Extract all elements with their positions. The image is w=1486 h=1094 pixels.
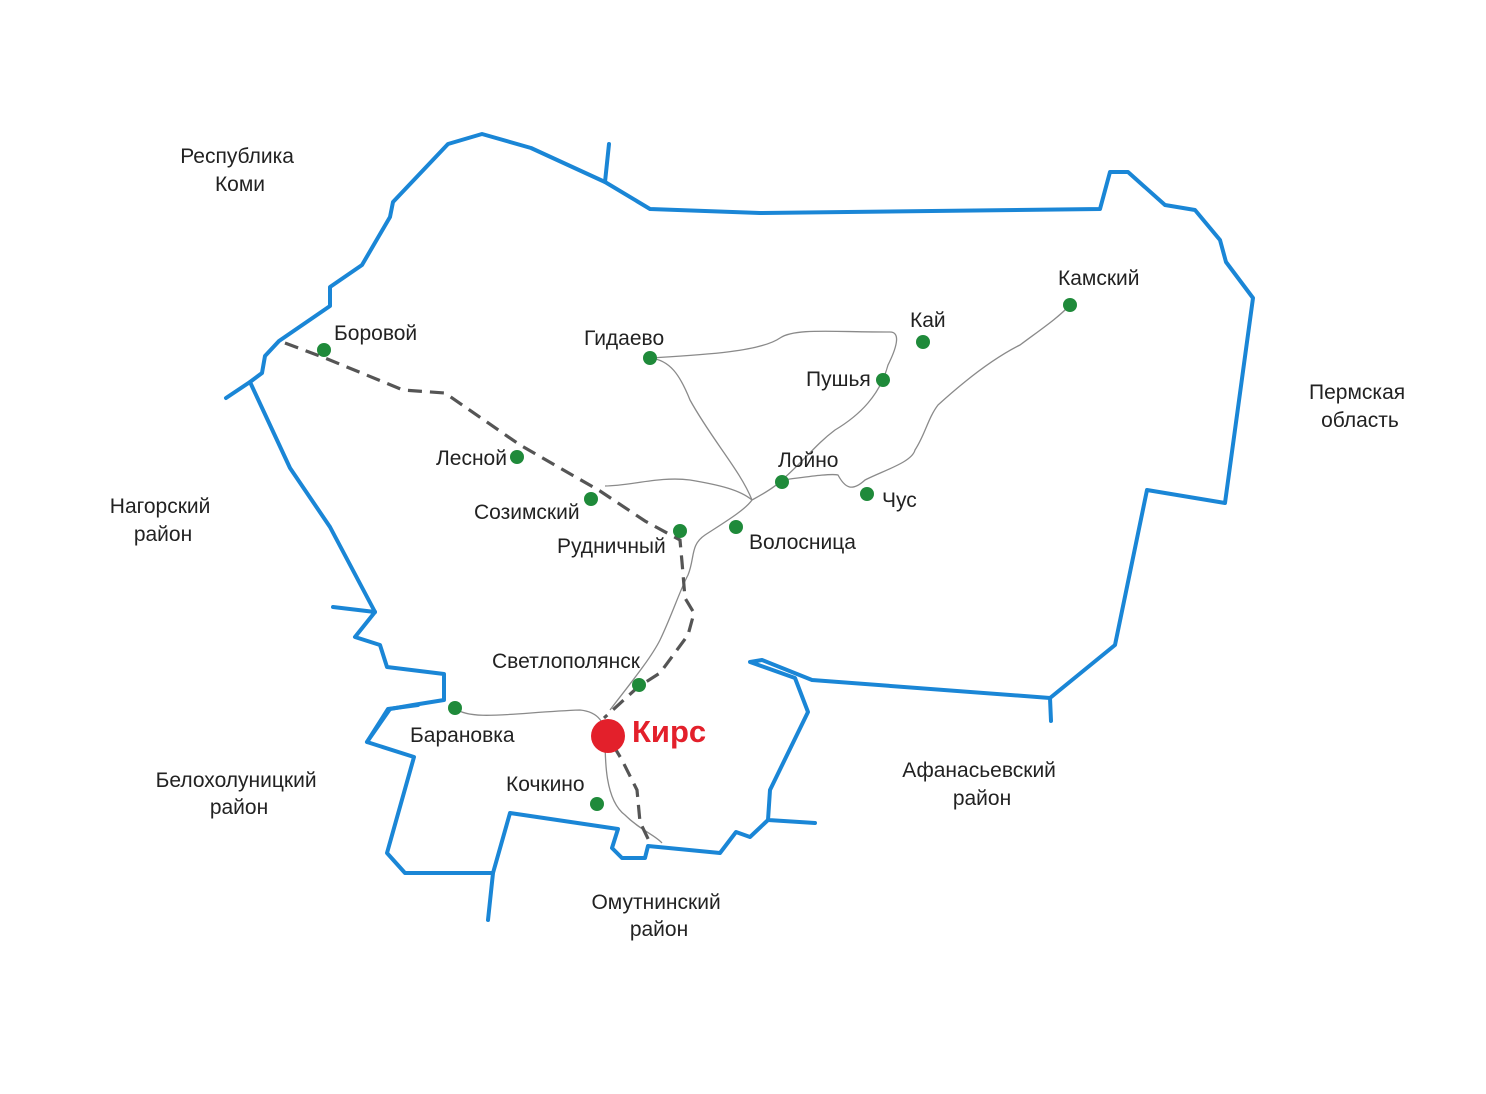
neighbor-label-line: область — [1321, 409, 1399, 432]
settlement-marker-rudnichny[interactable] — [673, 524, 687, 538]
border-spur-nagorsky — [331, 605, 377, 614]
neighbor-label-line: район — [134, 523, 192, 546]
settlement-marker-pushya[interactable] — [876, 373, 890, 387]
capital-label-kirs: Кирс — [632, 714, 706, 749]
road — [604, 478, 753, 501]
neighbor-label-komi: Республика Коми — [180, 145, 300, 196]
settlement-marker-chus[interactable] — [860, 487, 874, 501]
neighbor-label-belokholunitsky: Белохолуницкий район — [156, 769, 323, 819]
road — [649, 330, 898, 481]
district-border-south — [491, 811, 770, 875]
settlement-label-kamsky: Камский — [1058, 267, 1140, 290]
settlement-label-loino: Лойно — [778, 449, 838, 472]
border-spur-north — [603, 142, 611, 184]
road — [609, 499, 753, 711]
settlement-marker-baranovka[interactable] — [448, 701, 462, 715]
neighbor-label-line: район — [953, 787, 1011, 810]
district-border-west — [248, 380, 495, 922]
settlement-marker-kai[interactable] — [916, 335, 930, 349]
neighbor-label-line: Нагорский — [110, 495, 211, 518]
neighbor-label-nagorsky: Нагорский район — [110, 495, 216, 546]
settlement-label-chus: Чус — [882, 489, 917, 512]
settlement-label-gidaevo: Гидаево — [584, 327, 664, 350]
settlement-label-sozimsky: Созимский — [474, 501, 580, 524]
settlement-marker-kochkino[interactable] — [590, 797, 604, 811]
border-spur-belokh — [365, 703, 420, 744]
neighbor-label-afanasyevsky: Афанасьевский район — [902, 759, 1062, 810]
settlement-marker-lesnoy[interactable] — [510, 450, 524, 464]
settlement-marker-sozimsky[interactable] — [584, 492, 598, 506]
settlement-marker-svetlopolyansk[interactable] — [632, 678, 646, 692]
railway — [611, 744, 653, 846]
neighbor-label-omutninsky: Омутнинский район — [591, 891, 726, 941]
district-border — [224, 132, 1255, 825]
settlement-label-baranovka: Барановка — [410, 724, 515, 747]
road — [751, 304, 1071, 501]
neighbor-label-line: Коми — [215, 173, 265, 196]
neighbor-label-perm: Пермская область — [1309, 381, 1411, 432]
road — [649, 357, 753, 501]
settlement-marker-borovoy[interactable] — [317, 343, 331, 357]
settlement-marker-loino[interactable] — [775, 475, 789, 489]
neighbor-label-line: район — [630, 918, 688, 941]
settlements: Боровой Гидаево Кай Камский Пушья Лесной… — [317, 267, 1140, 811]
neighbor-labels: Республика Коми Нагорский район Пермская… — [110, 145, 1411, 941]
neighbor-label-line: Республика — [180, 145, 294, 168]
settlement-marker-kamsky[interactable] — [1063, 298, 1077, 312]
settlement-label-borovoy: Боровой — [334, 322, 417, 345]
neighbor-label-line: район — [210, 796, 268, 819]
settlement-label-kochkino: Кочкино — [506, 773, 585, 796]
border-spur-perm — [1048, 696, 1053, 723]
settlement-label-kai: Кай — [910, 309, 946, 332]
neighbor-label-line: Омутнинский — [591, 891, 720, 914]
neighbor-label-line: Белохолуницкий — [156, 769, 317, 792]
capital-marker-kirs[interactable] — [591, 719, 625, 753]
settlement-label-lesnoy: Лесной — [436, 447, 507, 470]
settlement-marker-volosnitsa[interactable] — [729, 520, 743, 534]
neighbor-label-line: Пермская — [1309, 381, 1405, 404]
settlement-marker-gidaevo[interactable] — [643, 351, 657, 365]
settlement-label-pushya: Пушья — [806, 368, 871, 391]
settlement-label-svetlopolyansk: Светлополянск — [492, 650, 641, 673]
neighbor-label-line: Афанасьевский — [902, 759, 1056, 782]
road — [604, 734, 663, 844]
settlement-label-rudnichny: Рудничный — [557, 535, 666, 558]
railway — [284, 341, 696, 720]
roads — [454, 304, 1071, 844]
settlement-label-volosnitsa: Волосница — [749, 531, 856, 554]
